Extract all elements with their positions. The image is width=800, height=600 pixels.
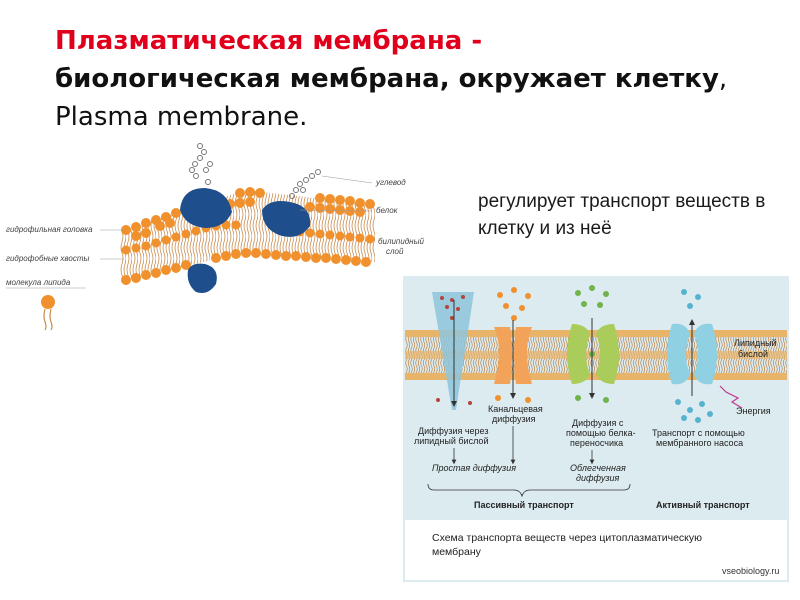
membrane-protein <box>262 201 311 237</box>
label-diff-bilayer-2: липидный бислой <box>414 436 488 446</box>
lipid-molecule-icon <box>41 295 55 331</box>
label-diff-bilayer-1: Диффузия через <box>418 426 489 436</box>
label-carrier-1: Диффузия с <box>572 418 624 428</box>
label-carrier-2: помощью белка- <box>566 428 636 438</box>
diffusion-gradient <box>432 292 474 410</box>
label-passive: Пассивный транспорт <box>474 500 574 510</box>
label-channel-1: Канальцевая <box>488 404 543 414</box>
pump-protein <box>667 323 717 385</box>
carrier-protein <box>567 324 619 384</box>
label-hydrophilic-head: гидрофильная головка <box>6 225 93 234</box>
label-lipid-molecule: молекула липида <box>6 278 71 287</box>
label-pump-1: Транспорт с помощью <box>652 428 745 438</box>
transport-diagram: Липидный бислой Энергия Канальцевая дифф… <box>403 276 789 582</box>
membrane-protein <box>187 263 217 293</box>
title-red-part: Плазматическая мембрана - <box>55 26 483 56</box>
caption-box <box>405 520 787 580</box>
caption-line-2: мембрану <box>432 546 482 558</box>
label-facilitated-2: диффузия <box>576 473 620 483</box>
label-leaders <box>100 175 373 260</box>
label-pump-2: мембранного насоса <box>656 438 743 448</box>
label-bilayer-2: слой <box>386 247 404 256</box>
label-lipid-bilayer-1: Липидный <box>734 338 777 348</box>
channel-protein <box>494 327 532 384</box>
label-lipid-bilayer-2: бислой <box>738 349 768 359</box>
side-description: регулирует транспорт веществ в клетку и … <box>478 191 766 239</box>
lower-lipid-heads <box>121 248 371 285</box>
label-facilitated-1: Облегченная <box>570 463 626 473</box>
passive-bracket <box>427 483 631 498</box>
source-label: vseobiology.ru <box>722 566 779 576</box>
membrane-protein <box>180 188 232 228</box>
page-title: Плазматическая мембрана - биологическая … <box>55 22 775 136</box>
caption-line-1: Схема транспорта веществ через цитоплазм… <box>432 532 702 544</box>
carbohydrate-chains <box>189 143 321 199</box>
energy-icon <box>719 385 743 409</box>
label-simple-diffusion: Простая диффузия <box>432 463 516 473</box>
label-carbohydrate: углевод <box>375 178 406 187</box>
label-carrier-3: переносчика <box>570 438 623 448</box>
label-hydrophobic-tails: гидрофобные хвосты <box>6 254 90 263</box>
title-latin-part: , Plasma membrane. <box>55 64 728 132</box>
label-protein: белок <box>376 206 399 215</box>
label-channel-2: диффузия <box>492 414 536 424</box>
membrane-illustration: углевод белок билипидный слой гидрофильн… <box>6 143 424 331</box>
label-bilayer-1: билипидный <box>378 237 424 246</box>
title-black-part: биологическая мембрана, окружает клетку <box>55 64 719 94</box>
label-energy: Энергия <box>736 406 771 416</box>
label-active: Активный транспорт <box>656 500 750 510</box>
